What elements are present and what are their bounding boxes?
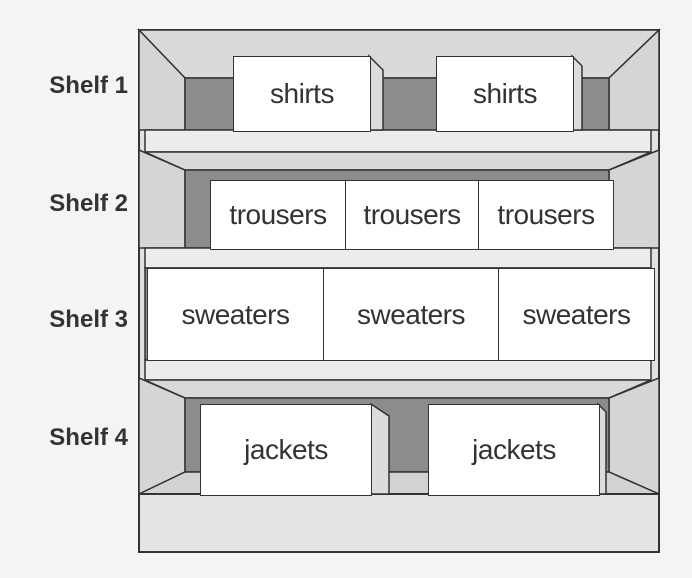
sweaters-box-1: sweaters [147, 268, 324, 361]
trousers-box-1: trousers [210, 180, 346, 250]
jackets-box-1-side [370, 402, 390, 495]
shirts-box-1: shirts [233, 56, 371, 132]
bookcase-base [138, 493, 660, 553]
shirts-box-1-side [368, 54, 384, 131]
shelf-board-1 [144, 129, 652, 153]
shelf-board-2 [144, 247, 652, 269]
sweaters-box-2: sweaters [323, 268, 499, 361]
shelf-board-3 [144, 359, 652, 381]
shelf-2-label: Shelf 2 [49, 190, 128, 217]
shelf-1-label: Shelf 1 [49, 72, 128, 99]
sweaters-box-3: sweaters [498, 268, 655, 361]
trousers-box-2: trousers [345, 180, 479, 250]
shelf-3-label: Shelf 3 [49, 306, 128, 333]
jackets-box-1: jackets [200, 404, 372, 496]
trousers-box-3: trousers [478, 180, 614, 250]
shelf-4-label: Shelf 4 [49, 424, 128, 451]
shelf-board-1-underside [144, 151, 652, 171]
jackets-box-2: jackets [428, 404, 600, 496]
shelf-board-3-underside [144, 379, 652, 399]
shirts-box-2: shirts [436, 56, 574, 132]
